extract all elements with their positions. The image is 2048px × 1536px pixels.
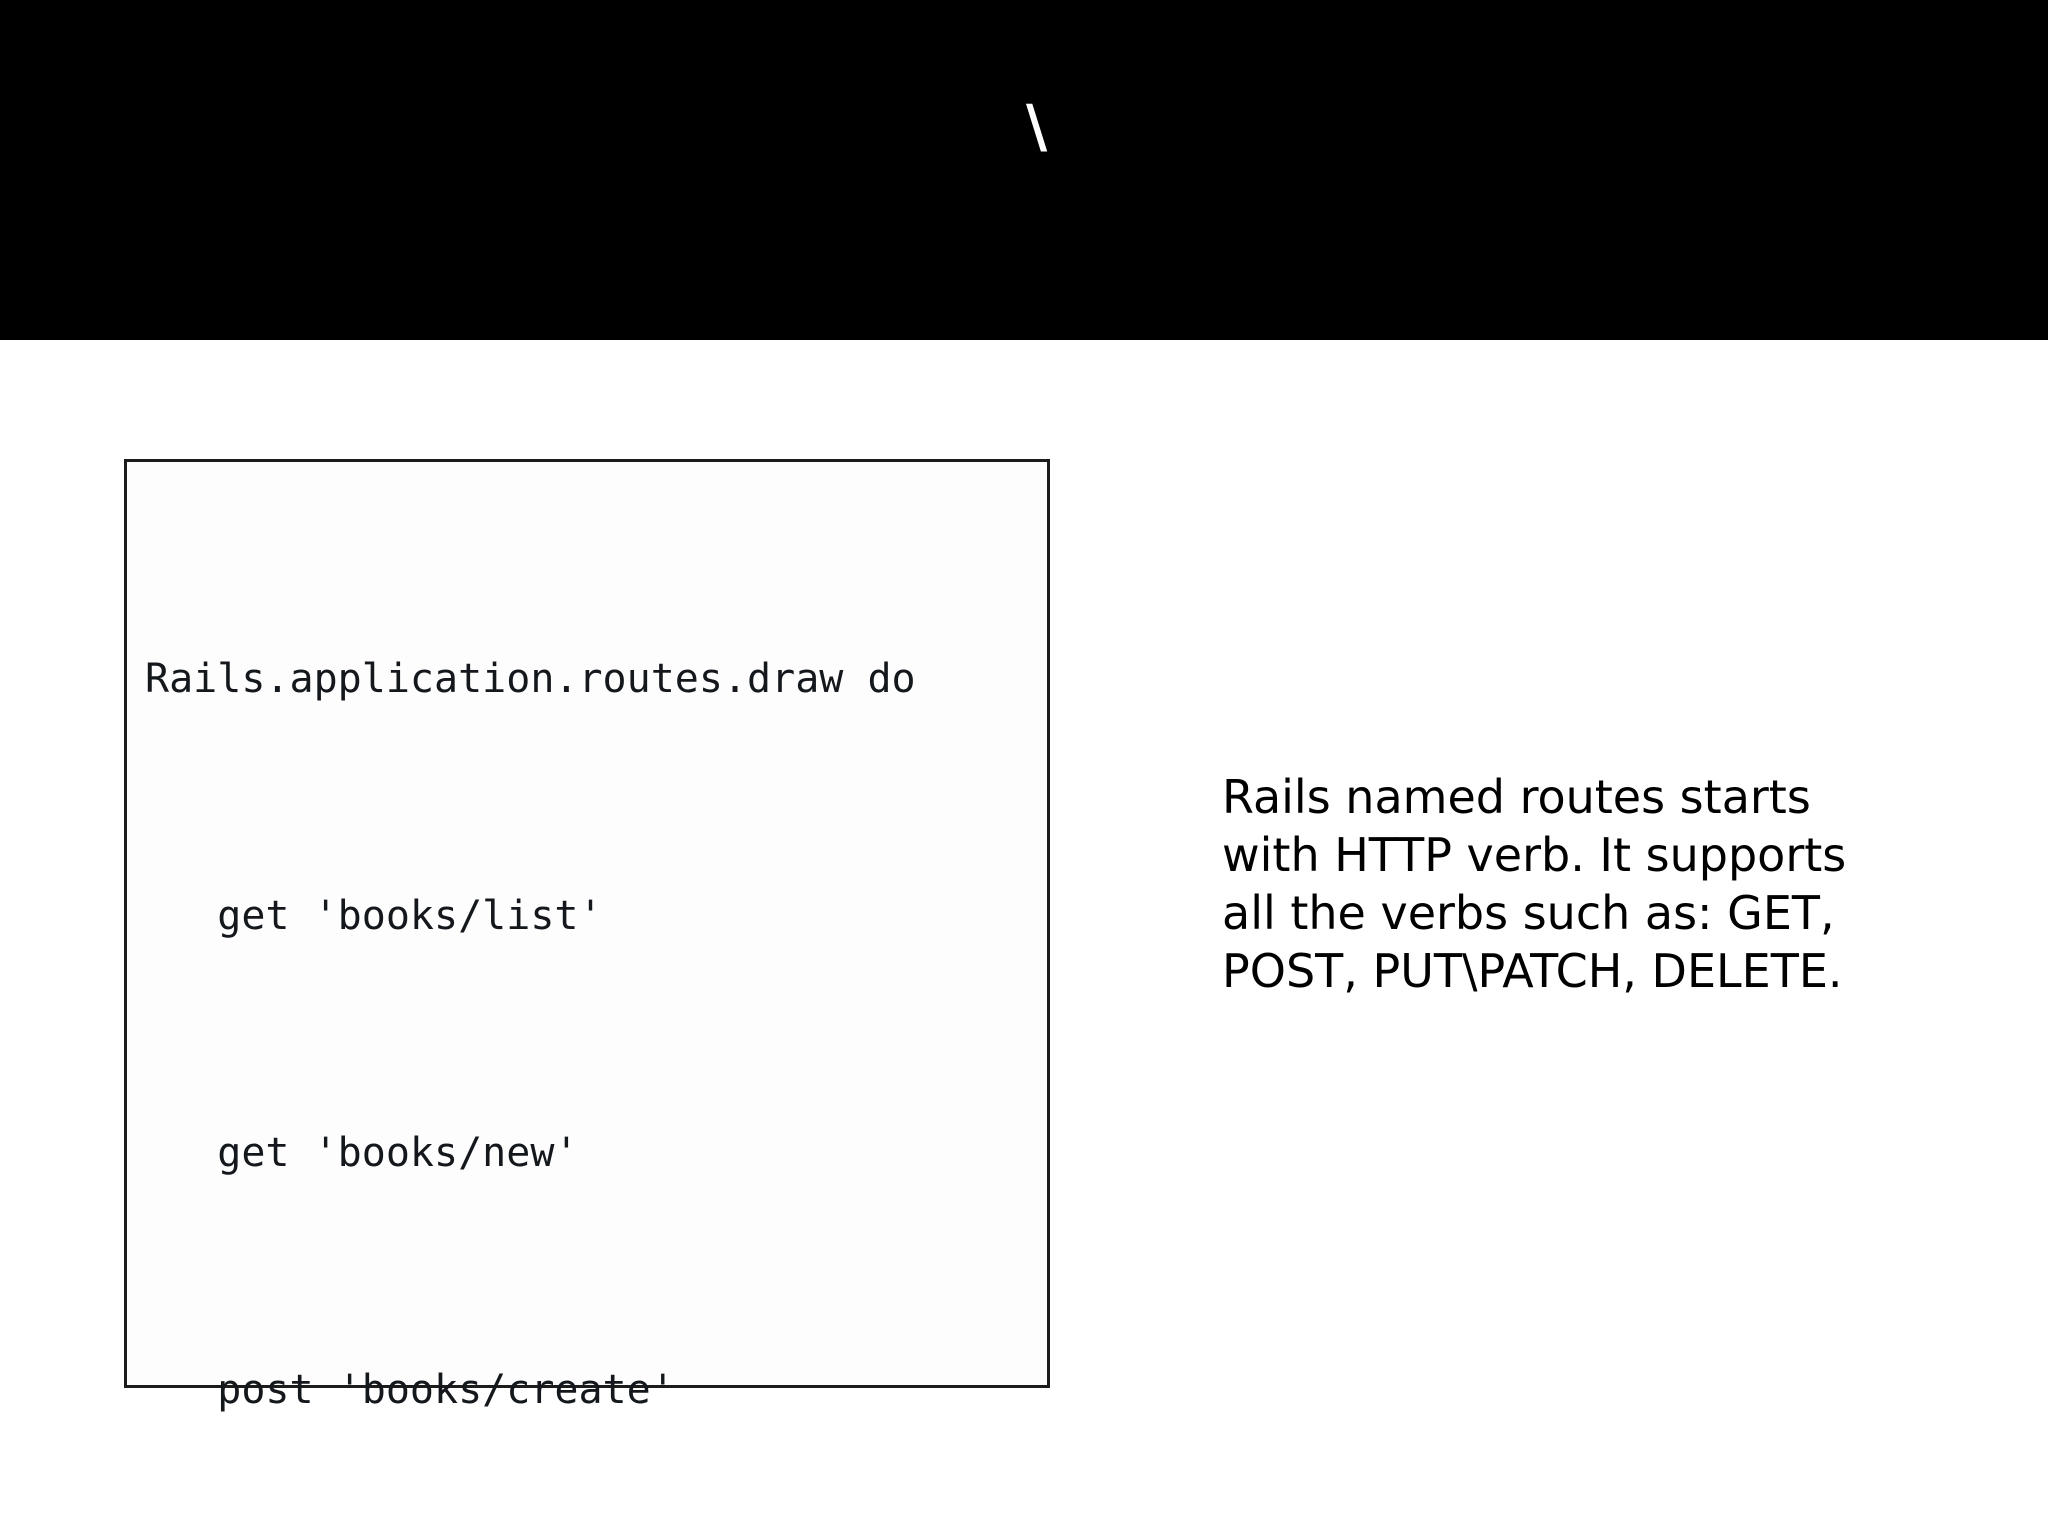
explanation-paragraph: Rails named routes starts with HTTP verb…	[1222, 770, 1847, 998]
code-line: post 'books/create'	[145, 1367, 675, 1413]
top-black-banner: \	[0, 0, 2048, 340]
code-line-list: Rails.application.routes.draw do get 'bo…	[145, 482, 1043, 1536]
code-line: get 'books/list'	[145, 893, 603, 939]
code-line: get 'books/new'	[145, 1130, 579, 1176]
backslash-mark-icon: \	[1026, 92, 1048, 160]
code-figure: Rails.application.routes.draw do get 'bo…	[124, 459, 1050, 1413]
code-line: Rails.application.routes.draw do	[145, 656, 916, 702]
